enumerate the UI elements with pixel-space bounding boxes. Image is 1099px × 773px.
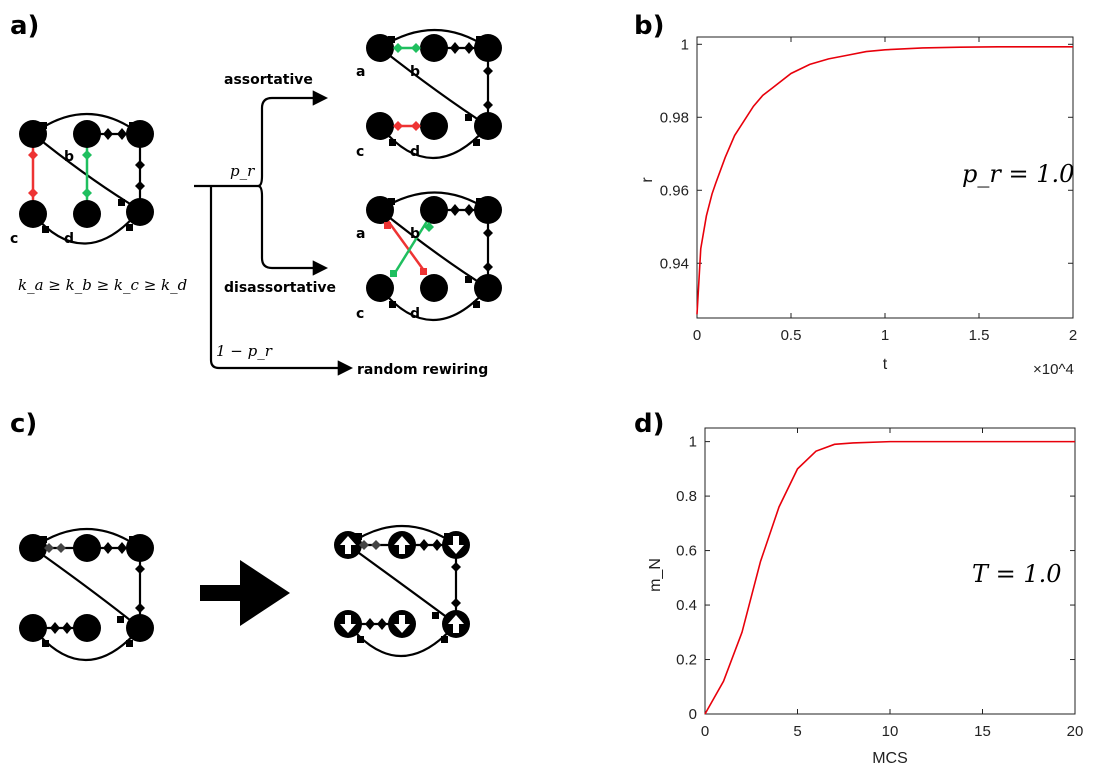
assort-node-label-c: c xyxy=(356,144,364,160)
x-tick-label: 0 xyxy=(693,327,701,344)
panel-c xyxy=(19,524,470,661)
label-disassortative: disassortative xyxy=(224,280,336,296)
spin-down-icon xyxy=(448,536,464,554)
node-b xyxy=(73,120,101,148)
disassort-node-label-a: a xyxy=(356,226,365,242)
edge-stubs xyxy=(28,122,145,233)
x-tick-label: 1.5 xyxy=(969,327,990,344)
y-tick-label: 0 xyxy=(689,706,697,723)
spin-up-icon xyxy=(448,615,464,633)
panel-label-d: d) xyxy=(634,409,665,439)
branch-arrows xyxy=(194,90,354,376)
panel-label-a: a) xyxy=(10,11,39,41)
annotation-T: T = 1.0 xyxy=(972,560,1062,588)
assort-node-label-a: a xyxy=(356,64,365,80)
x-tick-label: 10 xyxy=(882,723,899,740)
x-tick-label: 0 xyxy=(701,723,709,740)
xlabel-d: MCS xyxy=(872,750,908,767)
disassort-node-label-c: c xyxy=(356,306,364,322)
x-tick-label: 2 xyxy=(1069,327,1077,344)
chart-d: 0 5 10 15 20 0 0.2 0.4 0.6 0.8 1 MCS m_N T = 1.0 xyxy=(647,427,1084,767)
original-nodes xyxy=(19,120,154,228)
panel-a: b c d k_a ≥ k_b ≥ k_c ≥ k_d p_r 1 − p_r … xyxy=(10,28,502,378)
y-tick-label: 1 xyxy=(681,36,689,53)
x-tick-label: 1 xyxy=(881,327,889,344)
node-label-b: b xyxy=(64,149,74,165)
series-line-mN xyxy=(704,440,1075,715)
assortative-network: a b c d xyxy=(356,28,502,160)
y-tick-label: 0.6 xyxy=(676,543,697,560)
degree-ordering: k_a ≥ k_b ≥ k_c ≥ k_d xyxy=(18,276,187,294)
y-tick-label: 0.98 xyxy=(660,109,689,126)
transform-arrow-icon xyxy=(200,560,290,626)
disassort-node-label-b: b xyxy=(410,226,420,242)
node-f xyxy=(126,198,154,226)
label-assortative: assortative xyxy=(224,72,313,88)
ylabel-b: r xyxy=(639,177,656,183)
y-tick-label: 0.8 xyxy=(676,488,697,505)
plot-area-b xyxy=(696,36,1074,319)
y-tick-label: 0.96 xyxy=(660,182,689,199)
disassort-node-label-d: d xyxy=(410,306,420,322)
x-tick-label: 5 xyxy=(793,723,801,740)
spin-up-icon xyxy=(340,536,356,554)
plot-area-d xyxy=(704,427,1076,715)
x-tick-label: 20 xyxy=(1067,723,1084,740)
annotation-pr: p_r = 1.0 xyxy=(962,160,1074,188)
panel-label-b: b) xyxy=(634,11,665,41)
node-c xyxy=(19,200,47,228)
network-after-spins xyxy=(334,524,470,657)
y-tick-label: 0.2 xyxy=(676,652,697,669)
spin-down-icon xyxy=(394,615,410,633)
node-label-c: c xyxy=(10,231,18,247)
y-tick-label: 1 xyxy=(689,434,697,451)
x-multiplier-b: ×10^4 xyxy=(1033,361,1074,378)
y-tick-label: 0.4 xyxy=(676,597,697,614)
series-line-r xyxy=(696,46,1073,315)
disassortative-network: a b c d xyxy=(356,191,502,322)
y-tick-label: 0.94 xyxy=(660,255,689,272)
x-tick-label: 0.5 xyxy=(781,327,802,344)
node-d xyxy=(73,200,101,228)
network-before xyxy=(19,527,154,661)
branch-label-one-minus-pr: 1 − p_r xyxy=(216,342,273,360)
panel-label-c: c) xyxy=(10,409,37,439)
spin-up-icon xyxy=(394,536,410,554)
xlabel-b: t xyxy=(883,356,888,373)
node-label-d: d xyxy=(64,231,74,247)
x-tick-label: 15 xyxy=(974,723,991,740)
label-random-rewiring: random rewiring xyxy=(357,362,488,378)
assort-node-label-b: b xyxy=(410,64,420,80)
chart-b: 0 0.5 1 1.5 2 0.94 0.96 0.98 1 t r ×10^4 p_r = 1… xyxy=(639,36,1077,378)
branch-label-pr: p_r xyxy=(230,162,255,180)
assort-node-label-d: d xyxy=(410,144,420,160)
ylabel-d: m_N xyxy=(647,558,664,592)
spin-down-icon xyxy=(340,615,356,633)
